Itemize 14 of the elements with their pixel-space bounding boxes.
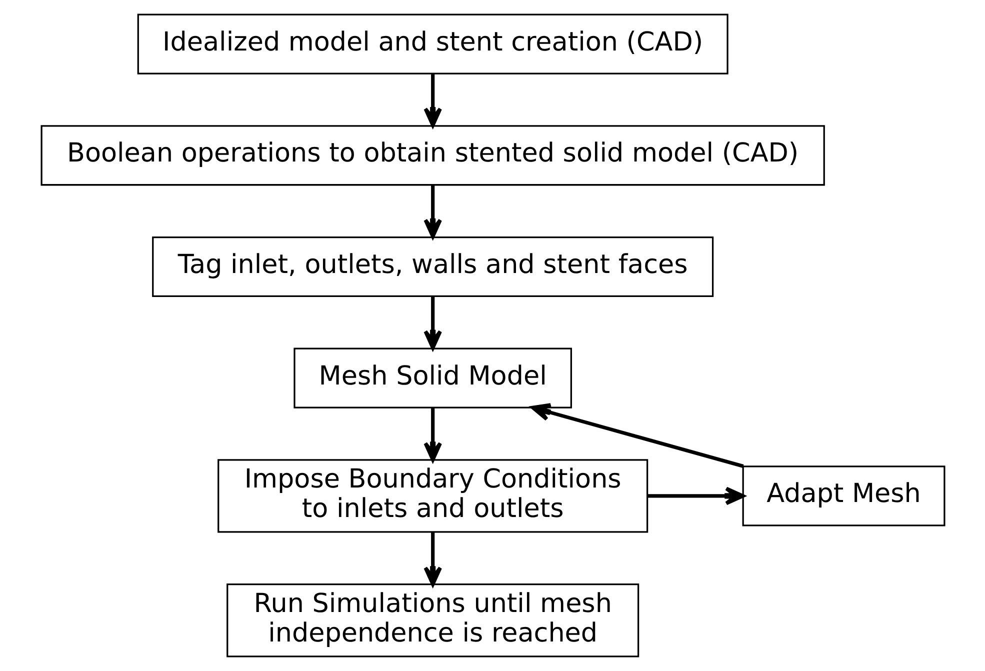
arrow	[423, 532, 442, 586]
arrow	[423, 408, 442, 462]
node-box: Mesh Solid Model	[293, 348, 572, 408]
node-box: Tag inlet, outlets, walls and stent faces	[152, 236, 714, 298]
arrow	[423, 296, 442, 350]
node-box: Idealized model and stent creation (CAD)	[136, 14, 728, 74]
node-box: Adapt Mesh	[742, 466, 945, 526]
node-box: Impose Boundary Conditions to inlets and outlets	[217, 459, 648, 533]
arrow	[423, 74, 442, 127]
arrow	[647, 486, 744, 506]
node-box: Run Simulations until mesh independence is reached	[226, 584, 639, 658]
arrow	[530, 403, 744, 468]
arrow	[423, 185, 442, 238]
node-box: Boolean operations to obtain stented solid model (CAD)	[40, 125, 824, 186]
